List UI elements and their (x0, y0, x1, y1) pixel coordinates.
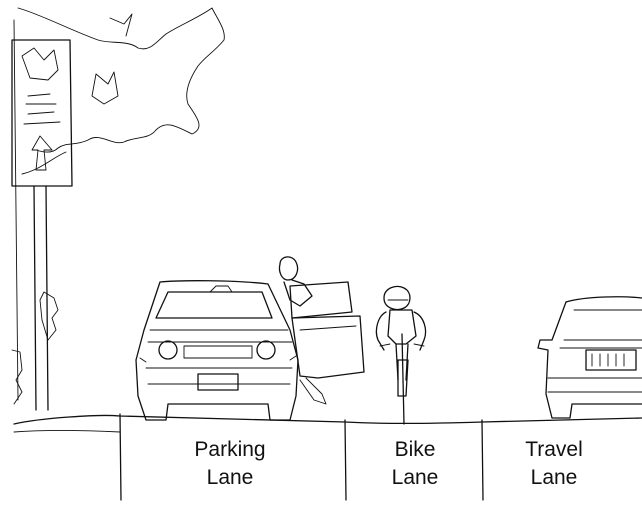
bike-lane-label-line2: Lane (392, 466, 439, 489)
travel-lane-car (538, 297, 642, 418)
curb-line (14, 415, 642, 424)
lane-divider-3 (482, 420, 483, 500)
cyclist-figure (376, 286, 425, 424)
parked-car (136, 281, 298, 420)
parking-lane-label-line2: Lane (207, 466, 254, 489)
lane-divider-1 (120, 414, 121, 500)
lane-divider-2 (345, 420, 346, 500)
tree-canopy-inner (92, 14, 132, 104)
bike-lane-label-line1: Bike (395, 438, 436, 461)
tree-canopy-outline (18, 8, 224, 174)
travel-lane-label-line1: Travel (525, 438, 583, 461)
driver-figure (279, 257, 326, 404)
street-sign (12, 20, 72, 410)
parking-lane-label-line1: Parking (194, 438, 265, 461)
travel-lane-label-line2: Lane (531, 466, 578, 489)
open-car-door (290, 282, 364, 378)
